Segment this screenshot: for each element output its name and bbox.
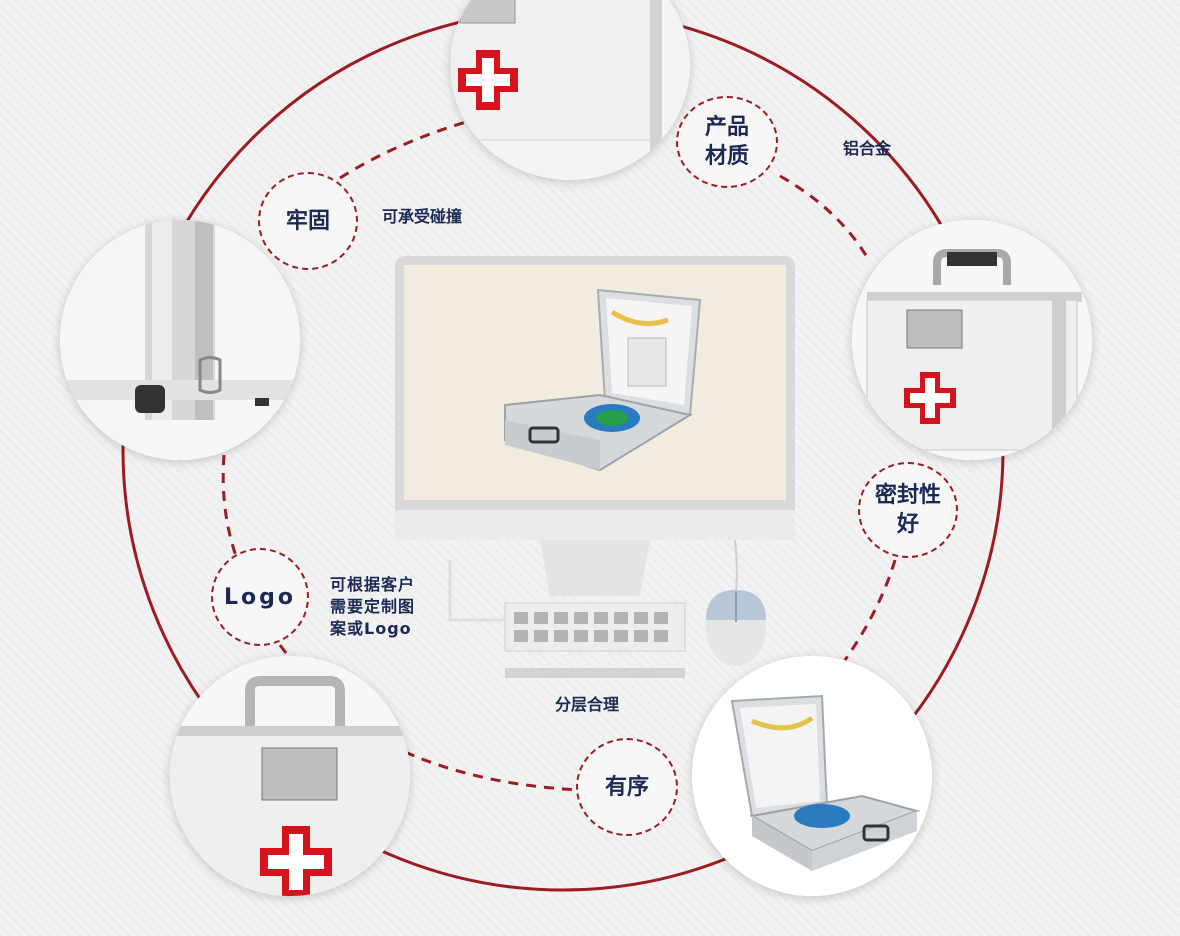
badge-sturdy: 牢固 <box>258 172 358 270</box>
badge-order-label: 有序 <box>604 774 649 800</box>
photo-bottom-left <box>170 656 410 896</box>
badge-order: 有序 <box>576 738 678 836</box>
photo-top <box>450 0 690 180</box>
badge-logo-label: Logo <box>224 584 296 610</box>
red-cross-icon <box>458 50 518 110</box>
dashed-connector <box>404 750 581 792</box>
badge-material-label: 产品 材质 <box>704 115 749 169</box>
mouse-icon <box>706 539 766 666</box>
dashed-connector <box>221 454 238 557</box>
note-order: 分层合理 <box>555 695 620 714</box>
red-cross-icon <box>904 372 956 424</box>
photo-bottom-right <box>692 656 932 896</box>
badge-seal: 密封性 好 <box>858 462 958 558</box>
monitor-icon <box>395 256 795 596</box>
note-logo: 可根据客户 需要定制图 案或Logo <box>330 575 416 638</box>
photo-right <box>852 220 1092 460</box>
keyboard-icon <box>448 560 686 678</box>
red-cross-icon <box>260 826 332 896</box>
dashed-connector <box>843 559 897 661</box>
badge-seal-label: 密封性 好 <box>874 483 941 537</box>
note-material: 铝合金 <box>843 139 892 158</box>
case-on-screen <box>504 288 702 472</box>
note-sturdy: 可承受碰撞 <box>382 207 463 226</box>
dashed-connector <box>339 116 481 180</box>
dashed-connector <box>779 174 872 263</box>
badge-sturdy-label: 牢固 <box>285 208 330 234</box>
badge-material: 产品 材质 <box>676 96 778 188</box>
badge-logo: Logo <box>211 548 309 646</box>
photo-left <box>60 220 300 460</box>
